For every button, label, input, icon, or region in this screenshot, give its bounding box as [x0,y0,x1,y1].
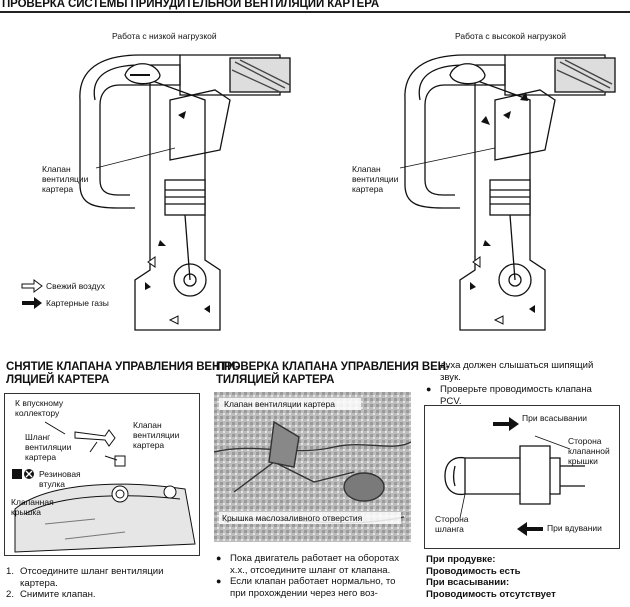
removal-step-1-num: 1. [6,566,15,577]
valve-cover-side-line1: Сторона [568,436,602,446]
right-continued-line1: духа должен слышаться шипящий [440,360,594,371]
cover-label: Клапанная крышка [11,497,54,517]
left-valve-label-line1: Клапан [42,164,71,174]
left-valve-label-line2: вентиляции [42,174,89,184]
check-bullets: Пока двигатель работает на оборотах х.х.… [216,553,414,599]
pcv-results: При продувке: Проводимость есть При всас… [426,554,626,600]
right-bullet-line1: Проверьте проводимость клапана [440,384,592,395]
right-continued-text: духа должен слышаться шипящий звук. [440,360,625,383]
header-rule [0,11,630,13]
valve-label-line1: Клапан [133,420,162,430]
photo-cap-label: Крышка маслозаливного отверстия [222,513,363,523]
left-caption: Работа с низкой нагрузкой [112,31,217,41]
result-suction-title: При всасывании: [426,577,510,588]
intake-label-line1: К впускному [15,398,64,408]
removal-heading-line1: СНЯТИЕ КЛАПАНА УПРАВЛЕНИЯ ВЕНТИ- [6,361,240,373]
legend-fresh-air-icon [21,279,43,293]
remove-bushing-icon [12,469,34,479]
cover-label-line1: Клапанная [11,497,54,507]
check-bullet-2-line1: Если клапан работает нормально, то [230,576,396,587]
removal-step-1-text-line2: картера. [20,577,58,589]
removal-step-2: 2. Снимите клапан. [6,589,202,601]
right-bullet-line2: PCV. [440,395,462,407]
suction-arrow-icon [493,417,519,431]
right-valve-label: Клапан вентиляции картера [352,164,398,194]
right-valve-label-line3: картера [352,184,384,194]
removal-heading-line2: ЛЯЦИЕЙ КАРТЕРА [6,374,110,386]
hose-side-label: Сторона шланга [435,514,469,534]
removal-figure: К впускному коллектору Шланг вентиляции … [4,393,200,556]
pcv-valve-figure: При всасывании Сторона клапанной крышки … [424,405,620,549]
check-bullet-1-line1: Пока двигатель работает на оборотах [230,553,400,564]
right-engine-illustration [404,54,616,331]
right-continued-line2: звук. [440,371,461,383]
hose-side-line2: шланга [435,524,464,534]
left-valve-label-line3: картера [42,184,74,194]
bushing-label-line1: Резиновая [39,469,81,479]
legend-fresh-air-label: Свежий воздух [46,281,105,291]
removal-step-2-num: 2. [6,589,15,600]
left-valve-label: Клапан вентиляции картера [42,164,88,194]
blowing-label: При вдувании [547,523,602,533]
result-blow-title: При продувке: [426,554,496,565]
intake-label: К впускному коллектору [15,398,63,418]
removal-steps: 1. Отсоедините шланг вентиляции картера.… [6,566,202,601]
valve-cover-side-line3: крышки [568,456,598,466]
photo-valve-label: Клапан вентиляции картера [224,399,335,409]
pcv-system-diagram [21,54,616,331]
bushing-label: Резиновая втулка [39,469,81,489]
removal-step-2-text: Снимите клапан. [20,589,96,600]
removal-step-1: 1. Отсоедините шланг вентиляции картера. [6,566,202,589]
check-bullet-2-line2: при прохождении через него воз- [230,587,378,599]
right-bullet-item: Проверьте проводимость клапана PCV. [426,384,626,407]
check-heading-line2: ТИЛЯЦИЕЙ КАРТЕРА [216,374,335,386]
blowing-arrow-icon [517,522,543,536]
legend-crankcase-gas-icon [22,297,42,309]
hose-side-line1: Сторона [435,514,469,524]
hose-label-line2: вентиляции [25,442,72,452]
valve-label-line3: картера [133,440,165,450]
right-valve-label-line1: Клапан [352,164,381,174]
right-bullet: Проверьте проводимость клапана PCV. [426,384,626,407]
check-heading-line1: ПРОВЕРКА КЛАПАНА УПРАВЛЕНИЯ ВЕН- [216,361,450,373]
hose-label-line1: Шланг [25,432,51,442]
check-bullet-2: Если клапан работает нормально, то при п… [216,576,414,599]
header: ПРОВЕРКА СИСТЕМЫ ПРИНУДИТЕЛЬНОЙ ВЕНТИЛЯЦ… [0,0,630,13]
legend-crankcase-gas-label: Картерные газы [46,298,109,308]
result-blow-value: Проводимость есть [426,565,521,577]
hose-label: Шланг вентиляции картера [25,432,71,462]
check-heading: ПРОВЕРКА КЛАПАНА УПРАВЛЕНИЯ ВЕН- ТИЛЯЦИЕ… [216,361,450,387]
right-caption: Работа с высокой нагрузкой [455,31,566,41]
cover-label-line2: крышка [11,507,42,517]
engine-photo: Клапан вентиляции картера Крышка маслоза… [214,392,411,542]
check-bullet-1: Пока двигатель работает на оборотах х.х.… [216,553,414,576]
left-engine-illustration [79,54,291,331]
valve-label: Клапан вентиляции картера [133,420,179,450]
valve-cover-side-label: Сторона клапанной крышки [568,436,610,466]
valve-label-line2: вентиляции [133,430,180,440]
intake-label-line2: коллектору [15,408,60,418]
removal-heading: СНЯТИЕ КЛАПАНА УПРАВЛЕНИЯ ВЕНТИ- ЛЯЦИЕЙ … [6,361,239,387]
suction-label: При всасывании [522,413,588,423]
removal-step-1-text-line1: Отсоедините шланг вентиляции [20,566,164,577]
page-title: ПРОВЕРКА СИСТЕМЫ ПРИНУДИТЕЛЬНОЙ ВЕНТИЛЯЦ… [2,0,380,10]
pcv-valve-drawing [444,445,585,505]
bushing-label-line2: втулка [39,479,65,489]
valve-cover-side-line2: клапанной [568,446,610,456]
fresh-air-arrows [147,256,504,325]
right-valve-label-line2: вентиляции [352,174,399,184]
result-suction-value: Проводимость отсутствует [426,588,556,600]
gas-flow-arrows [145,92,535,313]
check-bullet-1-line2: х.х., отсоедините шланг от клапана. [230,564,391,576]
hose-label-line3: картера [25,452,57,462]
